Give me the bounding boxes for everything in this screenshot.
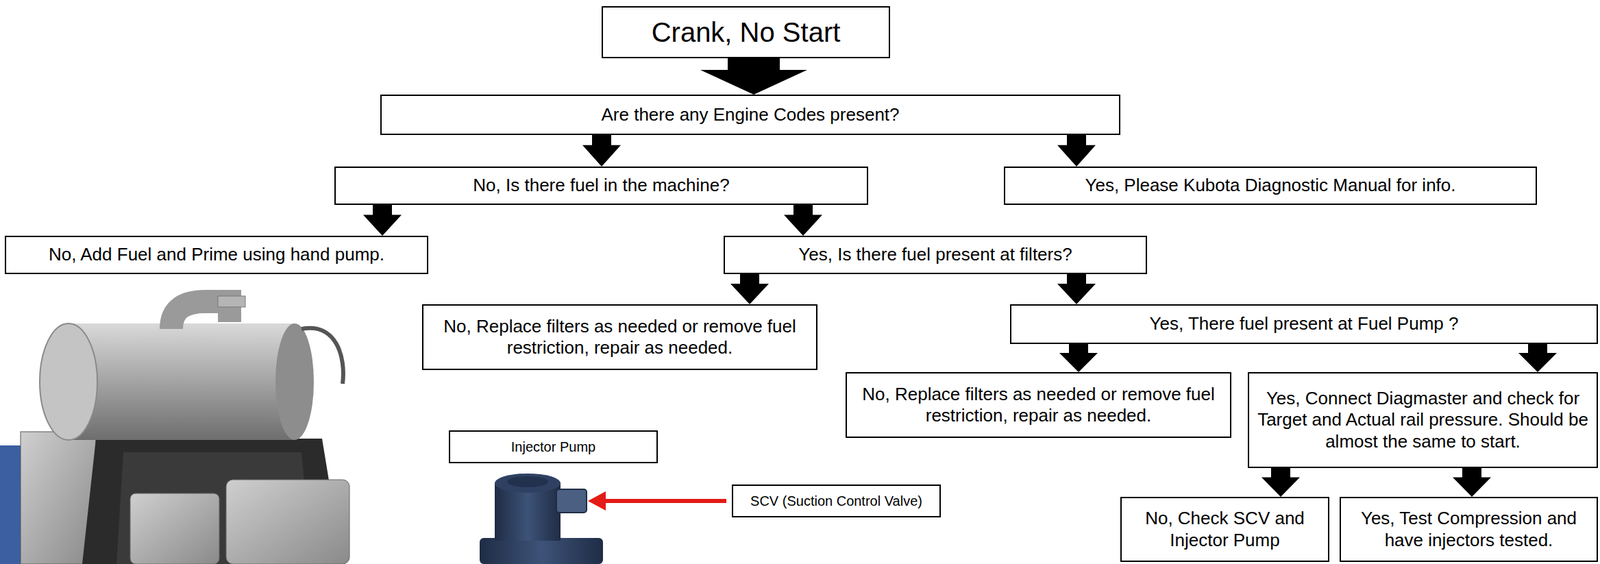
node-text: SCV (Suction Control Valve) xyxy=(750,492,923,510)
node-text: No, Replace filters as needed or remove … xyxy=(853,383,1224,427)
flow-arrow xyxy=(1057,134,1096,167)
flow-arrow xyxy=(783,204,823,236)
node-text: Yes, There fuel present at Fuel Pump ? xyxy=(1149,313,1459,335)
engine-illustration xyxy=(0,296,350,564)
decision-box: Yes, Connect Diagmaster and check for Ta… xyxy=(1247,372,1598,469)
flow-arrow xyxy=(1518,343,1557,373)
scv-solenoid xyxy=(507,476,549,488)
node-text: Yes, Test Compression and have injectors… xyxy=(1347,507,1590,551)
leader-arrow xyxy=(587,491,727,511)
flow-arrow xyxy=(582,134,621,167)
action-box: No, Replace filters as needed or remove … xyxy=(845,372,1232,438)
engine-hose xyxy=(301,328,344,384)
decision-box: Yes, Is there fuel present at filters? xyxy=(723,235,1148,275)
node-text: No, Check SCV and Injector Pump xyxy=(1128,507,1322,551)
node-text: Injector Pump xyxy=(511,438,596,455)
node-text: No, Replace filters as needed or remove … xyxy=(430,315,810,359)
flow-arrow xyxy=(363,204,402,236)
decision-box: No, Is there fuel in the machine? xyxy=(334,166,869,205)
node-text: Yes, Connect Diagmaster and check for Ta… xyxy=(1256,387,1590,453)
part-label-box: Injector Pump xyxy=(448,430,658,464)
dpf-cylinder xyxy=(39,323,98,440)
scv-connector xyxy=(556,489,587,513)
action-box: No, Add Fuel and Prime using hand pump. xyxy=(4,235,429,275)
injector-pump-illustration xyxy=(479,473,603,564)
node-text: Crank, No Start xyxy=(651,15,841,49)
pump-body xyxy=(479,537,603,564)
action-box: No, Check SCV and Injector Pump xyxy=(1120,496,1330,562)
scv-solenoid xyxy=(494,473,561,493)
engine-part xyxy=(226,479,350,564)
part-label-box: SCV (Suction Control Valve) xyxy=(731,484,941,518)
engine-part xyxy=(130,493,220,564)
decision-box: Are there any Engine Codes present? xyxy=(380,94,1121,135)
node-text: No, Is there fuel in the machine? xyxy=(472,174,730,196)
node-text: No, Add Fuel and Prime using hand pump. xyxy=(48,243,385,266)
leader-head xyxy=(587,491,606,511)
action-box: Yes, Please Kubota Diagnostic Manual for… xyxy=(1003,166,1537,205)
flow-arrow xyxy=(730,274,769,305)
action-box: Yes, Test Compression and have injectors… xyxy=(1339,496,1598,562)
flow-arrow xyxy=(1261,468,1300,497)
dpf-cylinder xyxy=(275,323,314,440)
flow-arrow xyxy=(700,58,808,95)
node-text: Yes, Please Kubota Diagnostic Manual for… xyxy=(1084,174,1456,196)
flow-arrow xyxy=(1452,468,1492,497)
node-text: Are there any Engine Codes present? xyxy=(600,104,900,126)
decision-box: Yes, There fuel present at Fuel Pump ? xyxy=(1010,304,1598,344)
action-box: No, Replace filters as needed or remove … xyxy=(422,304,818,371)
flow-arrow xyxy=(1057,274,1096,305)
leader-line xyxy=(602,498,727,503)
flow-arrow xyxy=(1059,343,1098,373)
node-text: Yes, Is there fuel present at filters? xyxy=(798,243,1072,266)
exhaust-flange xyxy=(217,296,246,307)
start-box: Crank, No Start xyxy=(601,6,891,59)
dpf-cylinder xyxy=(68,323,295,440)
